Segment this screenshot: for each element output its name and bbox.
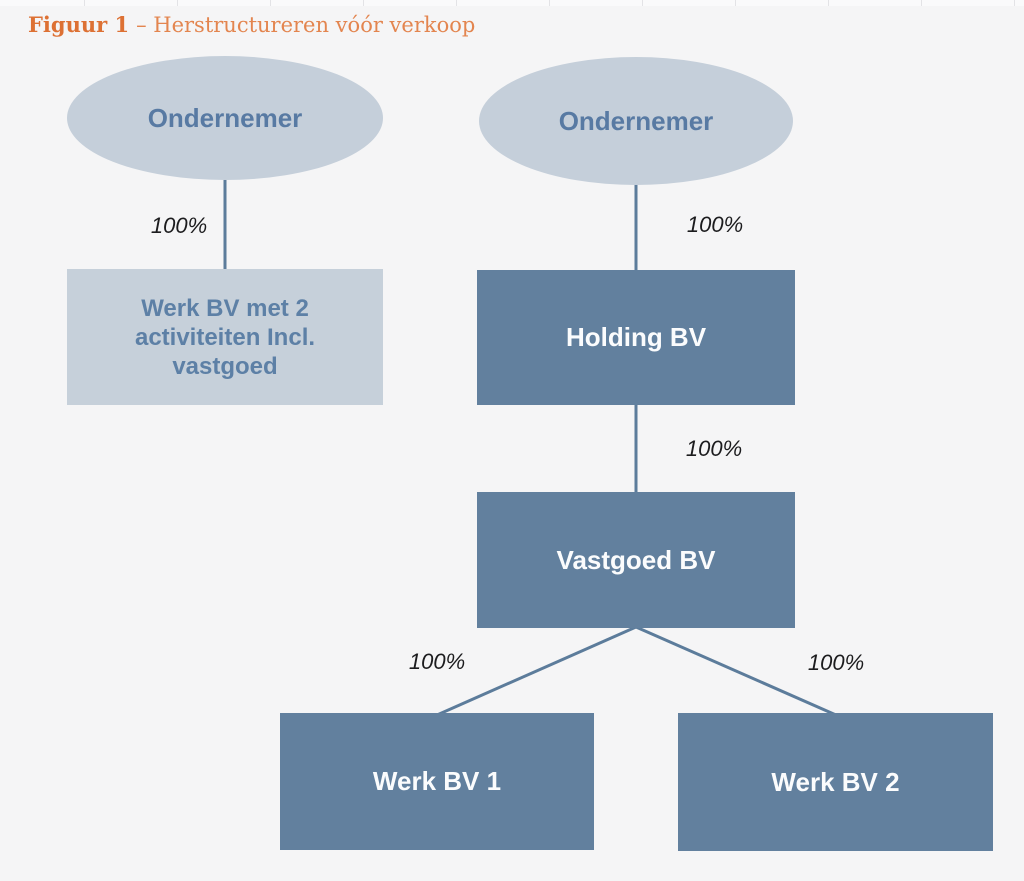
company-box-vastgoed: Vastgoed BV <box>477 492 795 628</box>
company-box-werk2: Werk BV 2 <box>678 713 993 851</box>
company-label-werk2: Werk BV 2 <box>771 766 900 797</box>
connector-vastgoed-werk2 <box>635 625 837 717</box>
figure-number-label: Figuur 1 <box>28 12 130 37</box>
owner-label-before: Ondernemer <box>147 102 303 133</box>
company-box-werk1: Werk BV 1 <box>280 713 594 850</box>
owner-node-after: Ondernemer <box>479 57 793 185</box>
connector-vastgoed-werk1 <box>436 625 637 717</box>
share-label-werk1: 100% <box>408 649 466 674</box>
company-label-holding: Holding BV <box>565 322 707 352</box>
company-box-holding: Holding BV <box>477 270 795 405</box>
company-label-vastgoed: Vastgoed BV <box>556 544 716 575</box>
company-label-werk1: Werk BV 1 <box>372 766 502 796</box>
table-edge-ticks <box>0 0 1024 6</box>
owner-label-after: Ondernemer <box>558 105 714 136</box>
share-label-vastgoed: 100% <box>685 436 743 461</box>
share-label-holding: 100% <box>686 212 744 237</box>
company-label-werk-combined: Werk BV met 2 activiteiten Incl. vastgoe… <box>134 294 316 380</box>
share-label-before: 100% <box>150 213 208 238</box>
figure-caption: – Herstructureren vóór verkoop <box>136 13 476 37</box>
figure-title: Figuur 1– Herstructureren vóór verkoop <box>28 12 475 37</box>
company-box-werk-combined: Werk BV met 2 activiteiten Incl. vastgoe… <box>67 269 383 405</box>
share-label-werk2: 100% <box>807 650 865 675</box>
owner-node-before: Ondernemer <box>67 56 383 180</box>
